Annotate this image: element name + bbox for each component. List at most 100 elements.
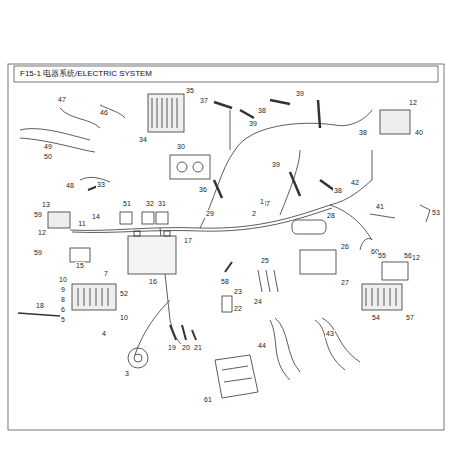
handlebar-switch	[292, 220, 326, 234]
callout-number: 39	[248, 120, 258, 128]
bulbs	[258, 270, 278, 292]
battery	[128, 236, 176, 274]
callout-number: 9	[60, 286, 66, 294]
regulator	[148, 94, 184, 132]
callout-number: 17	[183, 237, 193, 245]
callout-number: 28	[326, 212, 336, 220]
callout-number: 55	[377, 252, 387, 260]
callout-number: 5	[60, 316, 66, 324]
callout-number: 47	[57, 96, 67, 104]
callout-number: 19	[167, 344, 177, 352]
fuse-slots	[78, 288, 108, 306]
callout-number: 39	[295, 90, 305, 98]
callout-number: 35	[185, 87, 195, 95]
title-box	[14, 66, 438, 82]
callout-number: 41	[375, 203, 385, 211]
cables	[20, 105, 125, 182]
switch	[193, 162, 203, 172]
relay	[70, 248, 90, 262]
callout-number: 13	[41, 201, 51, 209]
callout-number: 1	[259, 198, 265, 206]
callout-number: 59	[33, 249, 43, 257]
callout-number: 46	[99, 109, 109, 117]
callout-number: 36	[198, 186, 208, 194]
starter-relay	[48, 212, 70, 228]
callout-number: 22	[233, 305, 243, 313]
module	[382, 262, 408, 280]
callout-number: 50	[43, 153, 53, 161]
connectors	[170, 325, 196, 340]
title: F15-1 电器系统/ELECTRIC SYSTEM	[20, 69, 152, 79]
relay	[156, 212, 168, 224]
callout-number: 59	[33, 211, 43, 219]
callout-number: 30	[176, 143, 186, 151]
callout-number: 38	[333, 187, 343, 195]
callout-number: 4	[101, 330, 107, 338]
connectors	[88, 186, 232, 272]
callout-number: 54	[371, 314, 381, 322]
callout-number: 32	[145, 200, 155, 208]
sensors	[214, 100, 334, 198]
callout-number: 33	[96, 181, 106, 189]
frame	[8, 64, 444, 430]
callout-number: 23	[233, 288, 243, 296]
callout-number: 3	[124, 370, 130, 378]
relay	[142, 212, 154, 224]
callout-number: 51	[122, 200, 132, 208]
regulator-fins	[152, 98, 177, 128]
ecu	[380, 110, 410, 134]
callout-number: 38	[257, 107, 267, 115]
callout-number: 61	[203, 396, 213, 404]
callout-number: 31	[157, 200, 167, 208]
callout-number: 29	[205, 210, 215, 218]
callout-number: 53	[431, 209, 441, 217]
callout-number: 38	[358, 129, 368, 137]
callout-number: 34	[138, 136, 148, 144]
callout-number: 40	[414, 129, 424, 137]
horn	[128, 348, 148, 368]
callout-number: 2	[251, 210, 257, 218]
callout-number: 6	[60, 306, 66, 314]
callout-number: 37	[199, 97, 209, 105]
switch-panel	[170, 155, 210, 179]
switch-unit	[300, 250, 336, 274]
switch	[177, 162, 187, 172]
callout-number: 24	[253, 298, 263, 306]
callout-number: 7	[103, 270, 109, 278]
relay	[120, 212, 132, 224]
sub-harness	[270, 318, 360, 380]
horn	[134, 354, 142, 362]
callout-number: 20	[181, 344, 191, 352]
control-unit	[362, 284, 402, 310]
callout-number: 16	[148, 278, 158, 286]
callout-number: 11	[77, 220, 86, 228]
callout-number: 18	[35, 302, 45, 310]
callout-number: 10	[58, 276, 68, 284]
fuse-box	[72, 284, 116, 310]
battery-terminal	[134, 231, 140, 236]
callout-number: 25	[260, 257, 270, 265]
callout-number: 43	[325, 330, 335, 338]
main-harness	[72, 208, 332, 232]
main-harness	[70, 110, 372, 355]
callout-number: 44	[257, 342, 267, 350]
callout-number: 15	[75, 262, 85, 270]
callout-number: 48	[65, 182, 75, 190]
callout-number: 58	[220, 278, 230, 286]
callout-number: 21	[193, 344, 203, 352]
callout-number: 12	[37, 229, 47, 237]
callout-number: 26	[340, 243, 350, 251]
callout-number: 57	[405, 314, 415, 322]
callout-number: 39	[271, 161, 281, 169]
cable	[18, 313, 60, 316]
callout-number: 56	[403, 252, 413, 260]
callout-number: 52	[119, 290, 129, 298]
callout-number: 27	[340, 279, 350, 287]
unit-fins	[366, 288, 396, 306]
callout-number: 49	[43, 143, 53, 151]
battery-terminal	[164, 231, 170, 236]
callout-number: 14	[91, 213, 101, 221]
callout-number: 10	[119, 314, 129, 322]
